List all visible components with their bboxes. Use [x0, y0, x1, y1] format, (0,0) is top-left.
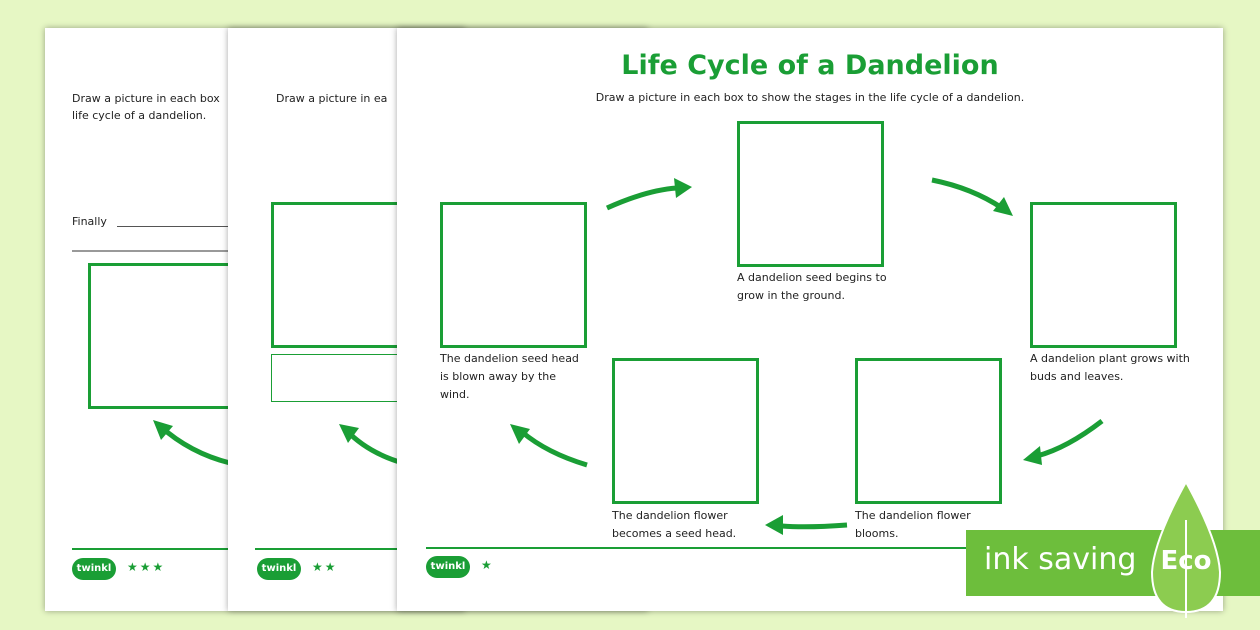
eco-label: Eco [1160, 546, 1212, 576]
footer-rule [72, 548, 272, 550]
cycle-arrows [510, 177, 1104, 535]
footer-rule [255, 548, 415, 550]
stage-box-1 [737, 121, 884, 267]
twinkl-logo: twinkl [426, 556, 470, 578]
stage-box-3 [855, 358, 1002, 504]
ink-saving-text: ink saving [984, 542, 1137, 577]
stage-box-4 [612, 358, 759, 504]
stage-caption-4: The dandelion flower becomes a seed head… [612, 509, 737, 540]
difficulty-stars: ★★★ [127, 560, 166, 574]
footer-rule [426, 547, 986, 549]
instruction-text-line1: Draw a picture in each box [72, 92, 220, 105]
twinkl-logo: twinkl [72, 558, 116, 580]
instruction-text-line2: life cycle of a dandelion. [72, 109, 207, 122]
worksheet-preview-one-star[interactable]: Life Cycle of a Dandelion Draw a picture… [397, 28, 1223, 611]
divider [72, 250, 242, 252]
cycle-arrow [153, 420, 231, 466]
stage-caption-3: The dandelion flower blooms. [855, 509, 971, 540]
eco-leaf-icon [1150, 480, 1222, 618]
worksheet-title: Life Cycle of a Dandelion [621, 50, 999, 81]
stage-caption-2: A dandelion plant grows with buds and le… [1030, 352, 1190, 383]
stage-caption-5: The dandelion seed head is blown away by… [440, 352, 579, 401]
cycle-arrow [339, 424, 404, 466]
stage-box-5 [440, 202, 587, 348]
finally-write-line [117, 226, 237, 227]
difficulty-stars: ★ [481, 558, 494, 572]
stage-box-2 [1030, 202, 1177, 348]
instruction-text: Draw a picture in each box to show the s… [595, 91, 1025, 104]
instruction-text: Draw a picture in ea [276, 92, 388, 105]
difficulty-stars: ★★ [312, 560, 338, 574]
twinkl-logo: twinkl [257, 558, 301, 580]
stage-caption-1: A dandelion seed begins to grow in the g… [737, 271, 887, 302]
finally-label: Finally [72, 215, 107, 228]
